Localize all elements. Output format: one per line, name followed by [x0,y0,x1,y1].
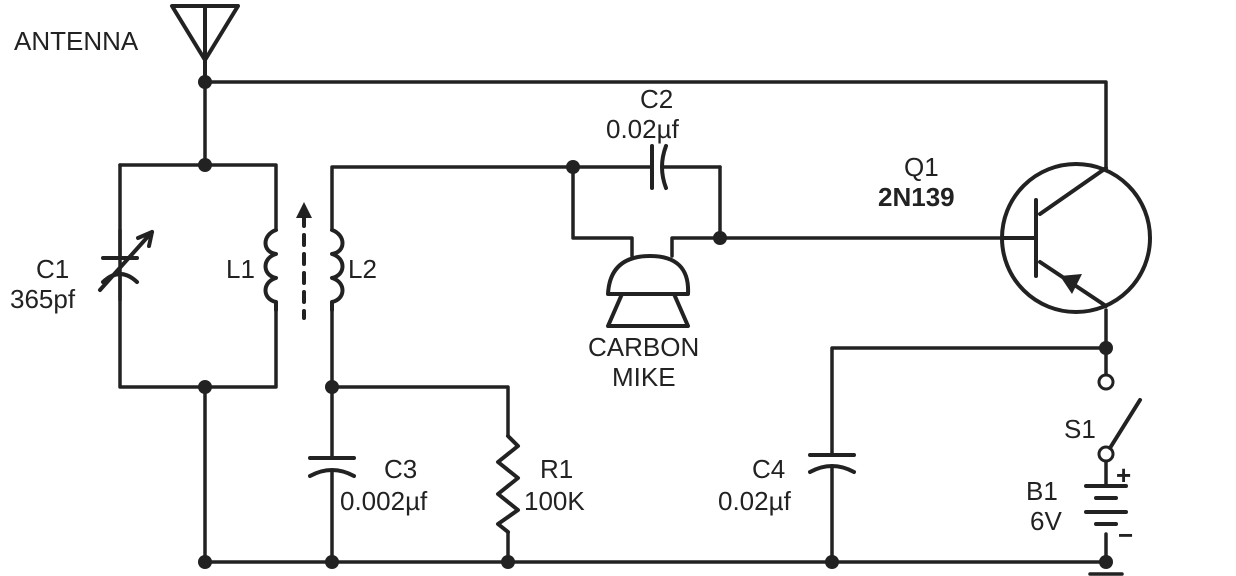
junction-dot [825,555,839,569]
q1-transistor [1000,162,1152,314]
c3-name-label: C3 [384,454,417,484]
antenna-label: ANTENNA [14,26,139,56]
junction-dots [198,75,1113,569]
s1-label: S1 [1064,414,1096,444]
l1-coil [263,228,278,312]
r1-name-label: R1 [540,454,573,484]
r1-resistor [496,434,520,534]
junction-dot [198,75,212,89]
junction-dot [501,555,515,569]
junction-dot [198,380,212,394]
junction-dot [325,380,339,394]
junction-dot [1099,341,1113,355]
junction-dot [198,158,212,172]
junction-dot [713,231,727,245]
b1-value-label: 6V [1030,506,1062,536]
r1-value-label: 100K [524,486,585,516]
q1-part-label: 2N139 [878,182,955,212]
c4-name-label: C4 [752,454,785,484]
junction-dot [566,160,580,174]
c1-variable-capacitor [98,228,154,302]
b1-name-label: B1 [1026,476,1058,506]
c2-name-label: C2 [640,84,673,114]
c2-value-label: 0.02µf [606,114,680,144]
c4-capacitor [808,453,856,474]
l2-coil [330,228,345,312]
c1-name-label: C1 [36,254,69,284]
c2-capacitor [650,144,668,190]
antenna-symbol [170,4,240,84]
c4-value-label: 0.02µf [718,486,792,516]
carbon-mike [606,254,691,328]
b1-battery [1084,484,1128,526]
core-arrow [296,202,312,320]
c3-capacitor [308,456,356,478]
mike-label-line1: CARBON [588,332,699,362]
l2-label: L2 [348,254,377,284]
c3-value-label: 0.002µf [340,486,428,516]
s1-switch [1097,373,1142,463]
battery-minus-label: − [1118,520,1133,550]
battery-plus-label: + [1116,460,1131,490]
junction-dot [198,555,212,569]
junction-dot [325,555,339,569]
l1-label: L1 [226,254,255,284]
c1-value-label: 365pf [10,284,76,314]
mike-label-line2: MIKE [612,362,676,392]
junction-dot [1099,555,1113,569]
q1-name-label: Q1 [904,152,939,182]
